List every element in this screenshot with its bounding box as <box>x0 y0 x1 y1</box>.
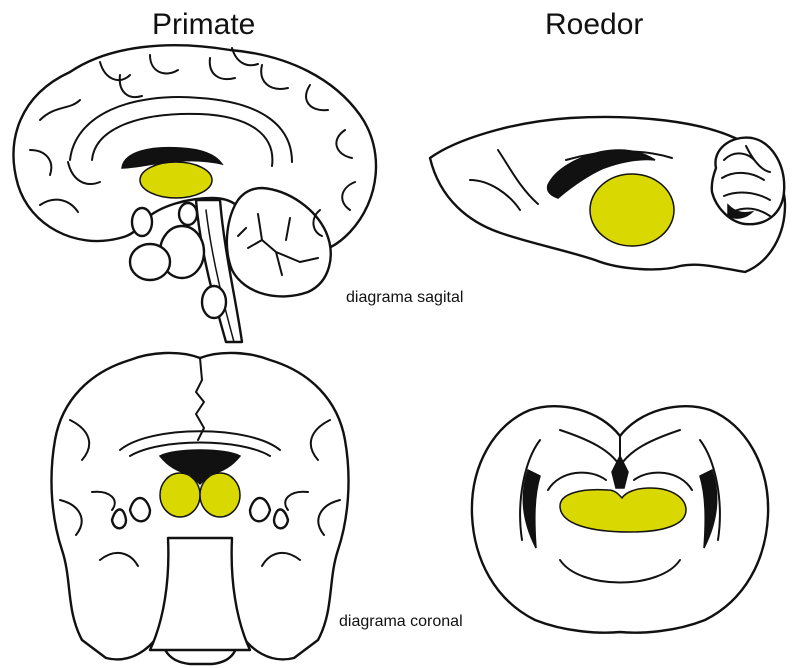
primate-coronal-thalamus-right <box>200 473 240 517</box>
rodent-sagittal-thalamus <box>590 174 674 246</box>
sagittal-caption: diagrama sagital <box>346 289 463 307</box>
primate-sagittal-thalamus <box>140 162 212 198</box>
rodent-coronal-brain <box>472 406 768 632</box>
coronal-caption: diagrama coronal <box>339 613 463 631</box>
primate-sagittal-brain <box>14 45 376 342</box>
primate-coronal-thalamus-left <box>160 473 200 517</box>
primate-coronal-brain <box>51 353 348 664</box>
rodent-sagittal-brain <box>430 117 785 272</box>
